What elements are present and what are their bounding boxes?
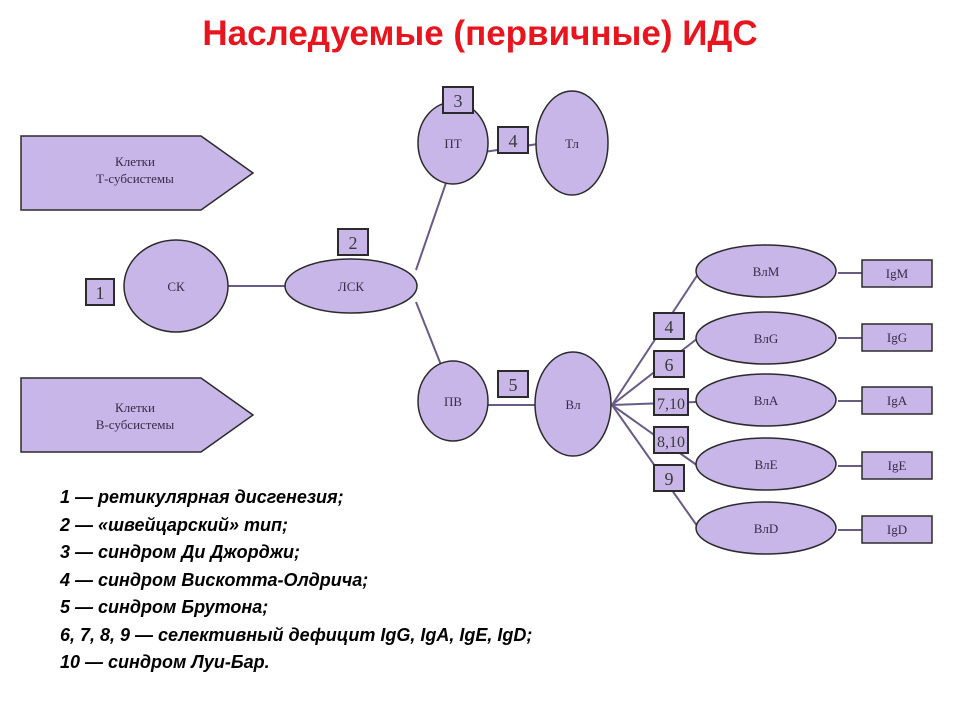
number-9: 9 [665, 469, 674, 489]
number-box-2 [337, 228, 369, 256]
number-box-4 [653, 312, 685, 340]
number-box-4-top [497, 126, 529, 154]
b-subsystem-arrow [20, 377, 255, 453]
number-box-5 [497, 370, 529, 398]
output-igg-label: IgG [887, 330, 907, 345]
number-8-10: 8,10 [657, 434, 685, 451]
node-bm-label: ВлМ [753, 264, 780, 279]
node-bl-label: Вл [565, 397, 581, 412]
node-sk [123, 239, 229, 333]
output-igd [861, 515, 933, 544]
legend-item: 5 — синдром Брутона; [60, 597, 269, 617]
output-igg [861, 323, 933, 352]
output-ige-label: IgE [888, 458, 907, 473]
number-2: 2 [349, 233, 358, 253]
output-iga [861, 386, 933, 415]
b-subsystem-line2: В-субсистемы [96, 417, 175, 432]
number-4-top: 4 [509, 131, 518, 151]
output-igm [861, 259, 933, 288]
number-5: 5 [509, 375, 518, 395]
connector-lsk-pt [415, 179, 448, 271]
legend-item: 10 — синдром Луи-Бар. [60, 652, 270, 672]
node-pt-label: ПТ [444, 136, 461, 151]
t-subsystem-arrow [20, 135, 255, 211]
t-subsystem-line2: Т-субсистемы [96, 171, 174, 186]
node-bl [534, 351, 612, 457]
node-pv [417, 360, 489, 442]
page-title: Наследуемые (первичные) ИДС [202, 14, 758, 53]
node-tl-label: Тл [565, 136, 579, 151]
node-lsk [284, 258, 418, 314]
number-box-3 [442, 86, 474, 114]
output-igd-label: IgD [887, 522, 907, 537]
legend-item: 6, 7, 8, 9 — селективный дефицит IgG, Ig… [60, 624, 533, 645]
node-bd-label: ВлD [754, 521, 779, 536]
node-bd [695, 501, 837, 555]
legend-item: 1 — ретикулярная дисгенезия; [60, 487, 344, 507]
legend-list: 1 — ретикулярная дисгенезия; 2 — «швейца… [60, 484, 532, 677]
legend-item: 4 — синдром Вискотта-Олдрича; [60, 569, 369, 590]
node-bg-label: ВлG [754, 331, 779, 346]
legend-item: 2 — «швейцарский» тип; [60, 514, 288, 535]
node-sk-label: СК [167, 279, 185, 294]
number-box-6 [653, 350, 685, 378]
t-subsystem-line1: Клетки [115, 154, 155, 169]
node-pv-label: ПВ [444, 394, 462, 409]
node-lsk-label: ЛСК [338, 279, 364, 294]
number-box-8-10 [653, 426, 689, 454]
node-bm [695, 244, 837, 298]
node-be [695, 437, 837, 491]
number-1: 1 [96, 283, 105, 303]
b-subsystem-line1: Клетки [115, 400, 155, 415]
number-4: 4 [665, 317, 674, 337]
legend-item: 3 — синдром Ди Джорджи; [60, 542, 300, 562]
node-bg [695, 311, 837, 365]
number-box-7-10 [653, 388, 689, 416]
number-3: 3 [454, 91, 463, 111]
output-ige [861, 451, 933, 480]
node-ba-label: ВлА [754, 393, 779, 408]
number-7-10: 7,10 [657, 396, 685, 413]
number-box-1 [85, 278, 115, 306]
number-box-9 [653, 464, 685, 492]
node-ba [695, 373, 837, 427]
output-igm-label: IgM [886, 266, 909, 281]
node-be-label: ВлЕ [754, 457, 777, 472]
number-6: 6 [665, 355, 674, 375]
output-iga-label: IgA [887, 393, 908, 408]
node-tl [535, 90, 609, 196]
